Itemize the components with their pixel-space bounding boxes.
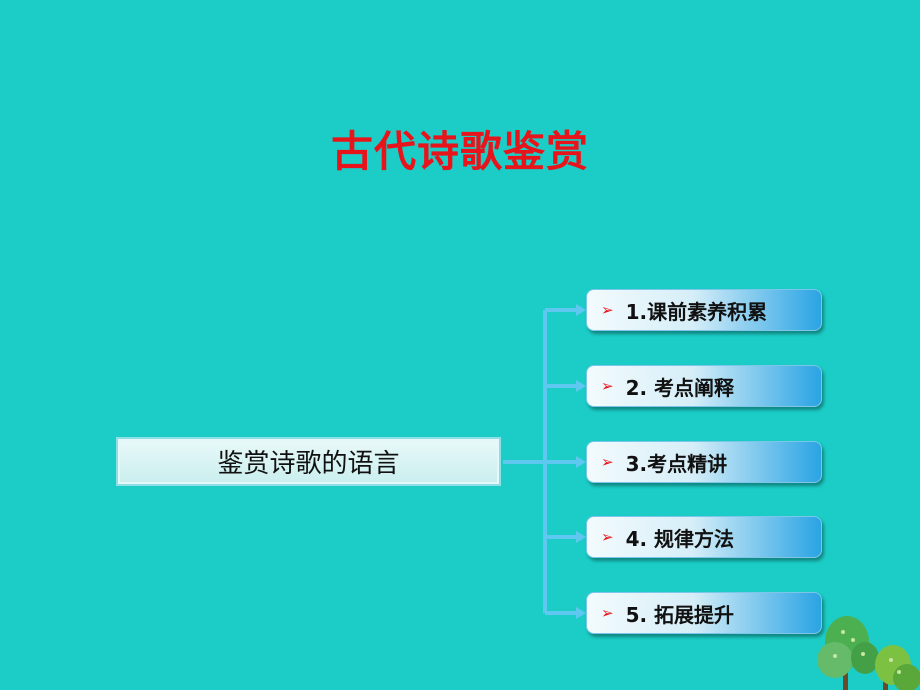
tree-clipart-icon — [817, 616, 920, 690]
slide-title: 古代诗歌鉴赏 — [330, 127, 589, 176]
red-arrowhead-icon: ➢ — [601, 603, 614, 622]
red-arrowhead-icon: ➢ — [601, 376, 614, 395]
menu-item-label: 2. 考点阐释 — [625, 375, 735, 400]
menu-item-label: 4. 规律方法 — [625, 526, 735, 551]
menu-item-label: 1.课前素养积累 — [625, 299, 768, 324]
red-arrowhead-icon: ➢ — [601, 527, 614, 546]
topic-box[interactable]: 鉴赏诗歌的语言 — [116, 437, 501, 486]
menu-item-1[interactable]: ➢ 1.课前素养积累 — [586, 289, 822, 331]
menu-item-2[interactable]: ➢ 2. 考点阐释 — [586, 365, 822, 407]
red-arrowhead-icon: ➢ — [601, 452, 614, 471]
menu-item-label: 5. 拓展提升 — [625, 602, 735, 627]
menu-item-4[interactable]: ➢ 4. 规律方法 — [586, 516, 822, 558]
red-arrowhead-icon: ➢ — [601, 300, 614, 319]
menu-item-label: 3.考点精讲 — [625, 451, 728, 476]
menu-item-5[interactable]: ➢ 5. 拓展提升 — [586, 592, 822, 634]
menu-item-3[interactable]: ➢ 3.考点精讲 — [586, 441, 822, 483]
